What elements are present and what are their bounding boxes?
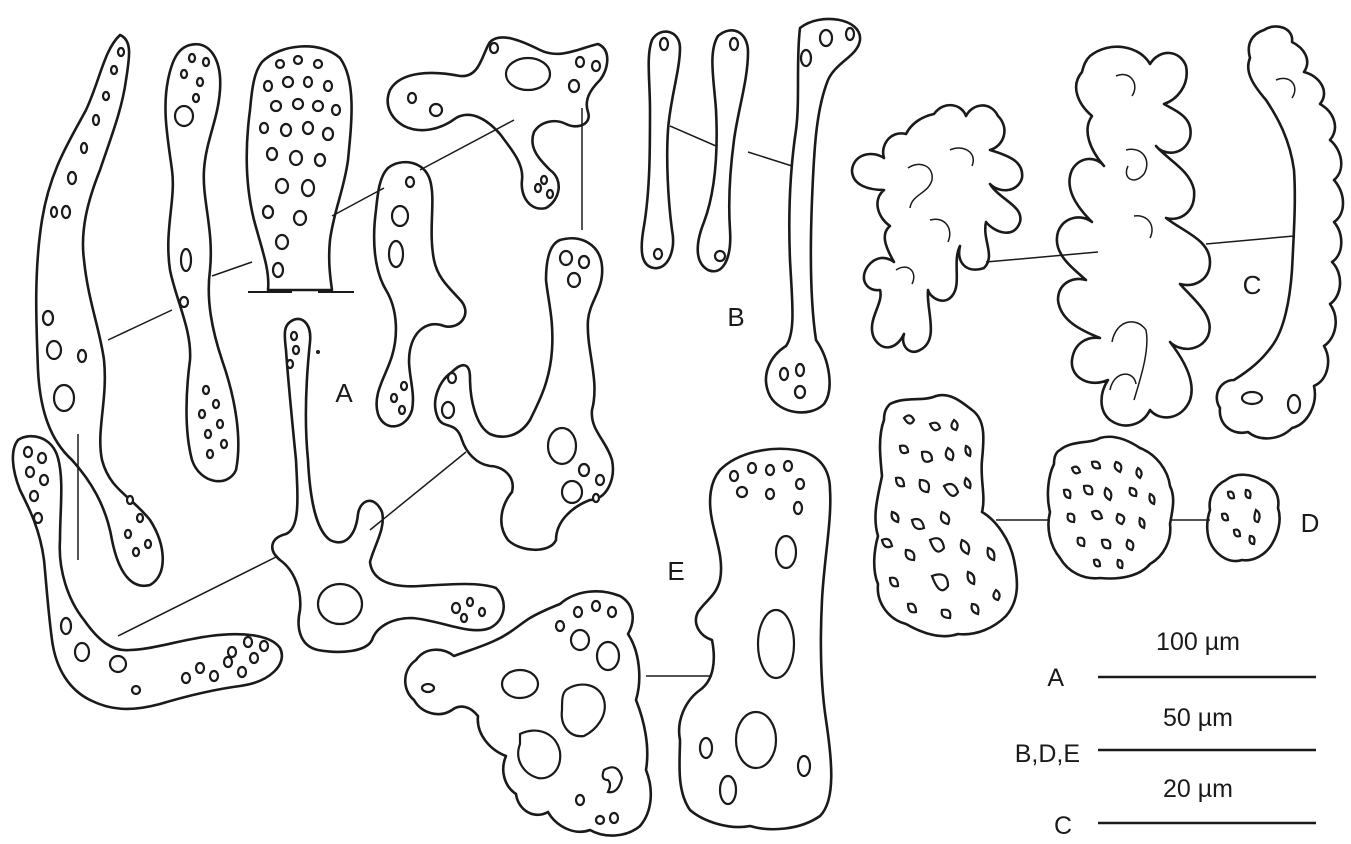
- group-e-sclerites: [405, 449, 831, 836]
- sclerite-c1: [852, 105, 1022, 352]
- label-a: A: [335, 378, 353, 408]
- sclerite-d3: [1207, 475, 1279, 561]
- sclerite-a6: [435, 238, 613, 549]
- scale-value-2: 50 µm: [1163, 704, 1233, 732]
- scale-target-1: A: [1047, 664, 1064, 692]
- sclerite-c2: [1057, 47, 1210, 426]
- label-c: C: [1243, 270, 1262, 300]
- label-e: E: [667, 556, 684, 586]
- group-c-sclerites: [852, 26, 1343, 438]
- scale-target-3: C: [1054, 812, 1072, 840]
- sclerite-b1: [642, 32, 680, 269]
- scale-target-2: B,D,E: [1015, 740, 1080, 768]
- sclerite-e1: [405, 591, 651, 835]
- label-d: D: [1301, 508, 1320, 538]
- group-b-sclerites: [642, 19, 860, 412]
- sclerite-d2: [1048, 437, 1173, 579]
- sclerite-b3: [766, 19, 860, 412]
- scale-value-3: 20 µm: [1163, 775, 1233, 803]
- label-b: B: [727, 302, 744, 332]
- dot-mark: [316, 350, 320, 354]
- group-d-sclerites: [874, 395, 1279, 636]
- group-a-sclerites: [13, 35, 613, 709]
- scale-bar-legend: 100 µm A 50 µm B,D,E 20 µm C: [1015, 628, 1316, 840]
- sclerite-c3: [1217, 26, 1343, 438]
- sclerite-b2: [698, 30, 748, 271]
- sclerite-a3: [247, 46, 352, 290]
- scale-value-1: 100 µm: [1156, 628, 1240, 656]
